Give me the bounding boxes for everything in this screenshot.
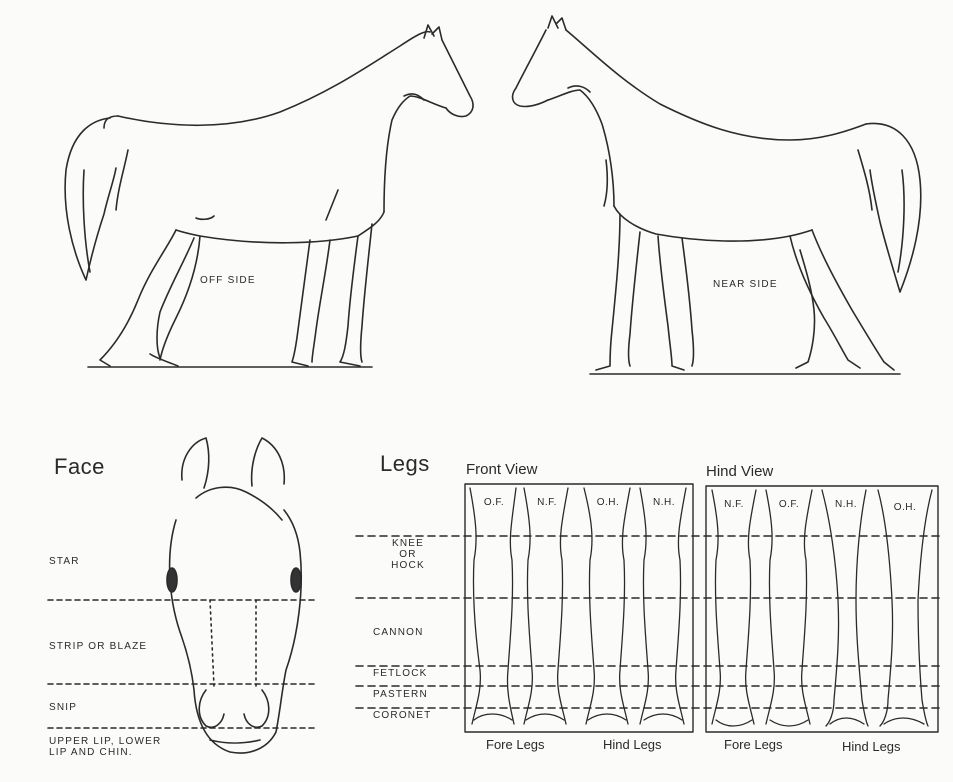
hind-leg-label-nf: N.F. [714, 499, 754, 510]
leg-zone-coronet: CORONET [373, 710, 431, 721]
front-leg-label-nh: N.H. [644, 497, 684, 508]
face-zone-snip: SNIP [49, 702, 77, 713]
front-leg-label-oh: O.H. [588, 497, 628, 508]
hind-view-title: Hind View [706, 464, 773, 481]
hind-view-legs [712, 490, 932, 726]
face-zone-star: STAR [49, 556, 80, 567]
hind-leg-label-oh: O.H. [885, 502, 925, 513]
leg-zone-knee-or-hock: KNEE OR HOCK [385, 538, 431, 571]
hind-hind-legs-label: Hind Legs [842, 740, 901, 754]
front-fore-legs-label: Fore Legs [486, 738, 545, 752]
front-leg-label-of: O.F. [474, 497, 514, 508]
face-zone-lips-chin: UPPER LIP, LOWER LIP AND CHIN. [49, 736, 161, 758]
off-side-label: OFF SIDE [200, 275, 256, 286]
leg-zone-cannon: CANNON [373, 627, 424, 638]
near-side-horse-drawing [513, 16, 921, 374]
near-side-label: NEAR SIDE [713, 279, 778, 290]
face-title: Face [54, 455, 105, 479]
legs-drawing [356, 484, 940, 732]
off-side-horse-drawing [65, 25, 473, 367]
leg-zone-fetlock: FETLOCK [373, 668, 428, 679]
hind-fore-legs-label: Fore Legs [724, 738, 783, 752]
front-hind-legs-label: Hind Legs [603, 738, 662, 752]
face-drawing [48, 438, 316, 753]
hind-leg-label-nh: N.H. [826, 499, 866, 510]
front-view-legs [470, 488, 686, 724]
legs-title: Legs [380, 452, 430, 476]
front-view-title: Front View [466, 462, 537, 479]
leg-zone-pastern: PASTERN [373, 689, 428, 700]
front-leg-label-nf: N.F. [527, 497, 567, 508]
hind-leg-label-of: O.F. [769, 499, 809, 510]
face-zone-strip-or-blaze: STRIP OR BLAZE [49, 641, 147, 652]
